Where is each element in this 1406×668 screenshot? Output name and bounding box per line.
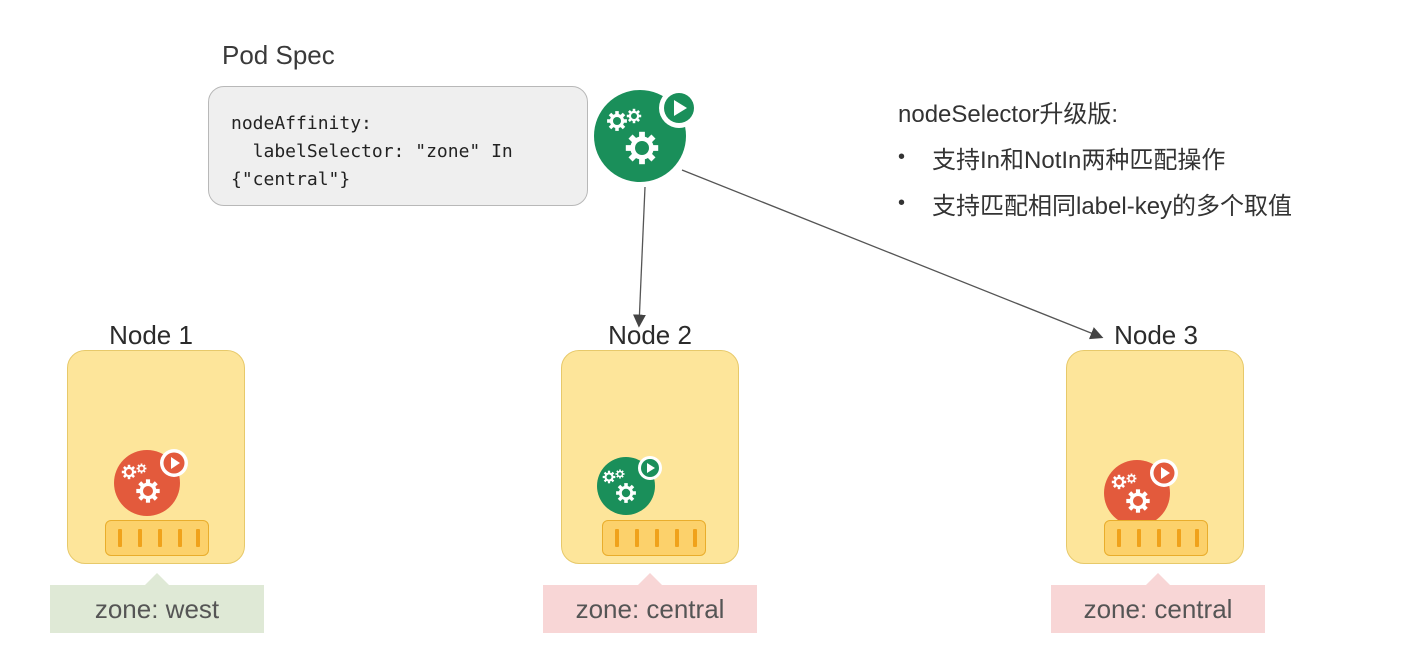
node-3-box (1066, 350, 1244, 564)
pod-green-icon (597, 456, 662, 515)
node-1-box (67, 350, 245, 564)
pod-spec-title: Pod Spec (222, 40, 335, 70)
zone-text: zone: west (94, 594, 220, 624)
bullet-1: • 支持In和NotIn两种匹配操作 (898, 140, 1225, 175)
node-1-zone-label: zone: west (50, 573, 264, 633)
spec-line-1: nodeAffinity: (231, 113, 372, 134)
arrow-to-node-2 (632, 186, 646, 328)
bullet-dot: • (898, 146, 906, 168)
node-2-label: Node 2 (608, 320, 692, 350)
bullet-2: • 支持匹配相同label-key的多个取值 (898, 186, 1292, 221)
node-3-label: Node 3 (1114, 320, 1198, 350)
bullet-text-2: 支持匹配相同label-key的多个取值 (932, 193, 1293, 220)
node-tray (1104, 520, 1208, 556)
node-3-zone-label: zone: central (1051, 573, 1265, 633)
node-2-box (561, 350, 739, 564)
scheduled-pod-icon (594, 88, 699, 182)
node-tray (602, 520, 706, 556)
node-tray (105, 520, 209, 556)
zone-text: zone: central (1083, 594, 1233, 624)
node-1-label: Node 1 (109, 320, 193, 350)
pod-spec-box: nodeAffinity: labelSelector: "zone" In {… (208, 86, 588, 206)
spec-line-3: {"central"} (231, 169, 351, 190)
pod-orange-icon (1104, 459, 1178, 526)
arrow-to-node-3 (681, 169, 1104, 340)
bullet-text-1: 支持In和NotIn两种匹配操作 (932, 147, 1226, 174)
spec-line-2: labelSelector: "zone" In (231, 141, 513, 162)
pod-orange-icon (114, 449, 188, 516)
zone-text: zone: central (575, 594, 725, 624)
bullet-dot: • (898, 192, 906, 214)
node-2-zone-label: zone: central (543, 573, 757, 633)
side-note-title: nodeSelector升级版: (898, 101, 1119, 128)
